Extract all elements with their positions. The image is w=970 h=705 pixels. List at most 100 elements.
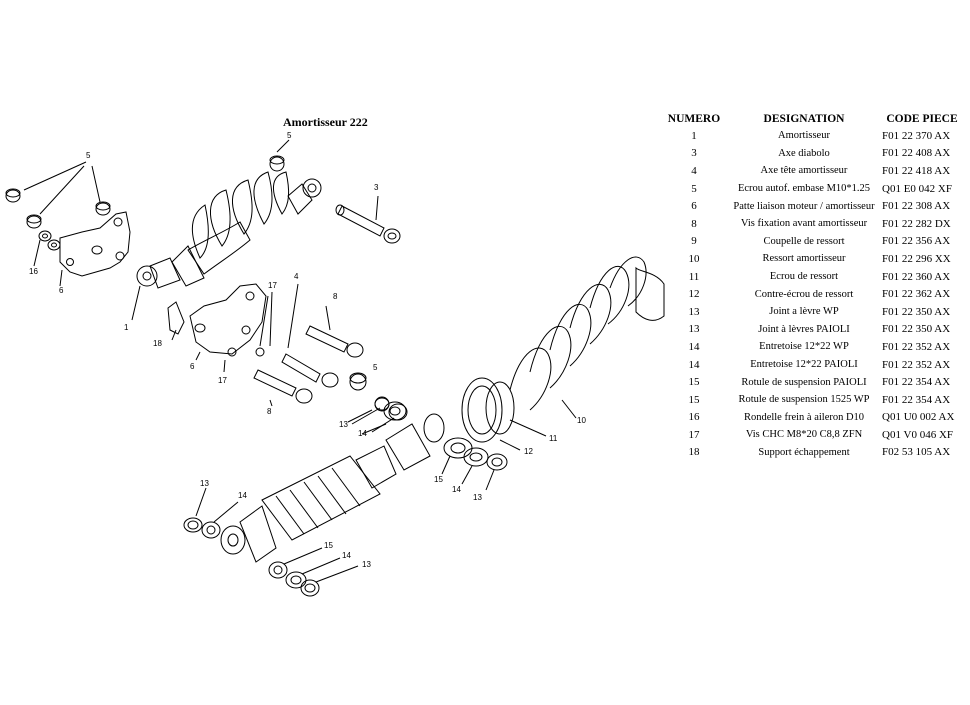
cell-designation: Coupelle de ressort <box>763 235 845 247</box>
cell-numero: 9 <box>691 235 697 248</box>
cell-code: F01 22 350 AX <box>882 323 951 336</box>
cell-numero: 16 <box>688 411 700 424</box>
cell-code: F01 22 418 AX <box>882 164 951 177</box>
table-row: 18 Support échappement F02 53 105 AX <box>660 444 964 462</box>
callout-6a: 6 <box>59 286 64 295</box>
cell-designation: Vis fixation avant amortisseur <box>740 218 868 230</box>
table-row: 8 Vis fixation avant amortisseur F01 22 28… <box>660 215 964 233</box>
callout-11: 11 <box>549 434 558 443</box>
bottom-seal-set <box>268 547 359 597</box>
cell-numero: 6 <box>691 200 697 213</box>
header-code: CODE PIECE <box>886 112 958 125</box>
cell-code: F01 22 352 AX <box>882 340 951 353</box>
callout-5c: 5 <box>373 363 378 372</box>
cell-code: Q01 U0 002 AX <box>882 411 955 424</box>
table-row: 15 Rotule de suspension 1525 WP F01 22 354… <box>660 391 964 409</box>
cell-code: F01 22 296 XX <box>882 252 951 265</box>
callout-1: 1 <box>124 323 129 332</box>
large-spring-assembly <box>441 256 665 491</box>
callout-13c: 13 <box>200 479 209 488</box>
cell-code: F01 22 282 DX <box>882 217 951 230</box>
cell-designation: Ecrou autof. embase M10*1.25 <box>737 183 871 195</box>
callout-14d: 14 <box>342 551 351 560</box>
exploded-view-diagram: 5 5 3 16 6 1 17 4 8 18 6 17 8 5 13 14 10… <box>5 131 665 597</box>
header-numero: NUMERO <box>667 112 721 125</box>
callout-14c: 14 <box>238 491 247 500</box>
cell-code: Q01 E0 042 XF <box>882 182 952 195</box>
table-header-row: NUMERO DESIGNATION CODE PIECE <box>660 110 964 127</box>
table-row: 16 Rondelle frein à aileron D10 Q01 U0 002… <box>660 409 964 427</box>
callout-14b: 14 <box>452 485 461 494</box>
cell-numero: 3 <box>691 147 697 160</box>
table-row: 15 Rotule de suspension PAIOLI F01 22 354 … <box>660 373 964 391</box>
table-row: 10 Ressort amortisseur F01 22 296 XX <box>660 250 964 268</box>
cell-numero: 15 <box>688 376 700 389</box>
axle-3 <box>335 195 401 244</box>
callout-5b: 5 <box>86 151 91 160</box>
cell-designation: Ecrou de ressort <box>769 271 839 283</box>
cell-designation: Rotule de suspension PAIOLI <box>741 376 867 388</box>
callout-18: 18 <box>153 339 162 348</box>
callout-13b: 13 <box>473 493 482 502</box>
callout-17a: 17 <box>268 281 277 290</box>
cell-numero: 18 <box>688 446 700 459</box>
callout-15a: 15 <box>434 475 443 484</box>
cell-designation: Entretoise 12*22 WP <box>759 341 849 353</box>
cell-numero: 4 <box>691 164 697 177</box>
cell-designation: Entretoise 12*22 PAIOLI <box>750 359 858 371</box>
cell-numero: 10 <box>688 252 700 265</box>
cell-numero: 8 <box>691 217 697 230</box>
callout-13d: 13 <box>362 560 371 569</box>
middle-right-seals <box>351 397 408 433</box>
cell-numero: 12 <box>688 288 700 301</box>
table-row: 5 Ecrou autof. embase M10*1.25 Q01 E0 042 … <box>660 180 964 198</box>
table-row: 11 Ecrou de ressort F01 22 360 AX <box>660 268 964 286</box>
cell-designation: Vis CHC M8*20 C8,8 ZFN <box>745 429 863 441</box>
cell-designation: Rondelle frein à aileron D10 <box>743 411 865 423</box>
upper-shock-absorber <box>131 139 322 321</box>
cell-code: F02 53 105 AX <box>882 446 951 459</box>
cell-numero: 11 <box>688 270 700 283</box>
cell-code: F01 22 352 AX <box>882 358 951 371</box>
cell-numero: 5 <box>691 182 697 195</box>
callout-12: 12 <box>524 447 533 456</box>
cell-designation: Rotule de suspension 1525 WP <box>738 394 870 406</box>
cell-code: F01 22 370 AX <box>882 129 951 142</box>
cell-code: F01 22 354 AX <box>882 393 951 406</box>
cell-numero: 14 <box>688 340 700 353</box>
callout-16a: 16 <box>29 267 38 276</box>
cell-designation: Joint a lèvre WP <box>769 306 839 318</box>
cell-code: F01 22 356 AX <box>882 235 951 248</box>
cell-code: F01 22 308 AX <box>882 200 951 213</box>
cell-designation: Support échappement <box>758 446 850 458</box>
lower-shock-absorber-body <box>220 396 445 563</box>
callout-15b: 15 <box>324 541 333 550</box>
cell-designation: Amortisseur <box>778 130 830 142</box>
cell-numero: 14 <box>688 358 700 371</box>
callout-13a: 13 <box>339 420 348 429</box>
upper-left-bracket-assembly <box>5 161 131 287</box>
callout-labels: 5 5 3 16 6 1 17 4 8 18 6 17 8 5 13 14 10… <box>29 131 586 569</box>
middle-bracket-assembly <box>167 283 367 407</box>
cell-code: F01 22 408 AX <box>882 147 951 160</box>
table-row: 9 Coupelle de ressort F01 22 356 AX <box>660 233 964 251</box>
callout-14a: 14 <box>358 429 367 438</box>
cell-numero: 13 <box>688 323 700 336</box>
cell-designation: Patte liaison moteur / amortisseur <box>733 200 875 212</box>
callout-17b: 17 <box>218 376 227 385</box>
cell-code: F01 22 354 AX <box>882 376 951 389</box>
cell-designation: Axe tête amortisseur <box>760 165 848 177</box>
table-row: 4 Axe tête amortisseur F01 22 418 AX <box>660 162 964 180</box>
cell-designation: Ressort amortisseur <box>762 253 846 265</box>
callout-6b: 6 <box>190 362 195 371</box>
cell-code: F01 22 350 AX <box>882 305 951 318</box>
cell-code: F01 22 360 AX <box>882 270 951 283</box>
cell-numero: 15 <box>688 393 700 406</box>
